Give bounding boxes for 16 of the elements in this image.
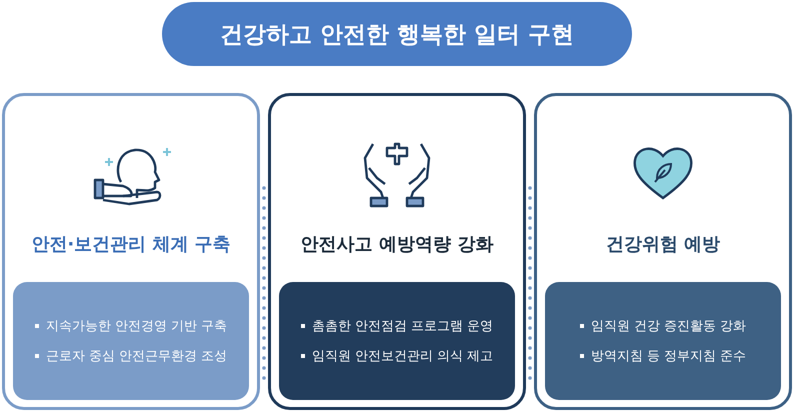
list-item: 촘촘한 안전점검 프로그램 운영 <box>300 317 494 335</box>
card-panel <box>534 93 792 410</box>
card-heading: 건강위험 예방 <box>604 233 722 256</box>
card-panel <box>268 93 526 410</box>
bullet-panel <box>13 282 249 400</box>
bullet-panel <box>545 282 781 400</box>
card-panel <box>2 93 260 410</box>
card-heading: 안전·보건관리 체계 구축 <box>30 233 232 256</box>
list-item: 근로자 중심 안전근무환경 조성 <box>34 347 228 365</box>
card-heading: 안전사고 예방역량 강화 <box>300 233 494 256</box>
list-item: 지속가능한 안전경영 기반 구축 <box>34 317 228 335</box>
bullet-panel <box>279 282 515 400</box>
title-banner: 건강하고 안전한 행복한 일터 구현 <box>162 2 632 66</box>
list-item: 방역지침 등 정부지침 준수 <box>580 347 746 365</box>
list-item: 임직원 안전보건관리 의식 제고 <box>300 347 494 365</box>
list-item: 임직원 건강 증진활동 강화 <box>580 317 746 335</box>
